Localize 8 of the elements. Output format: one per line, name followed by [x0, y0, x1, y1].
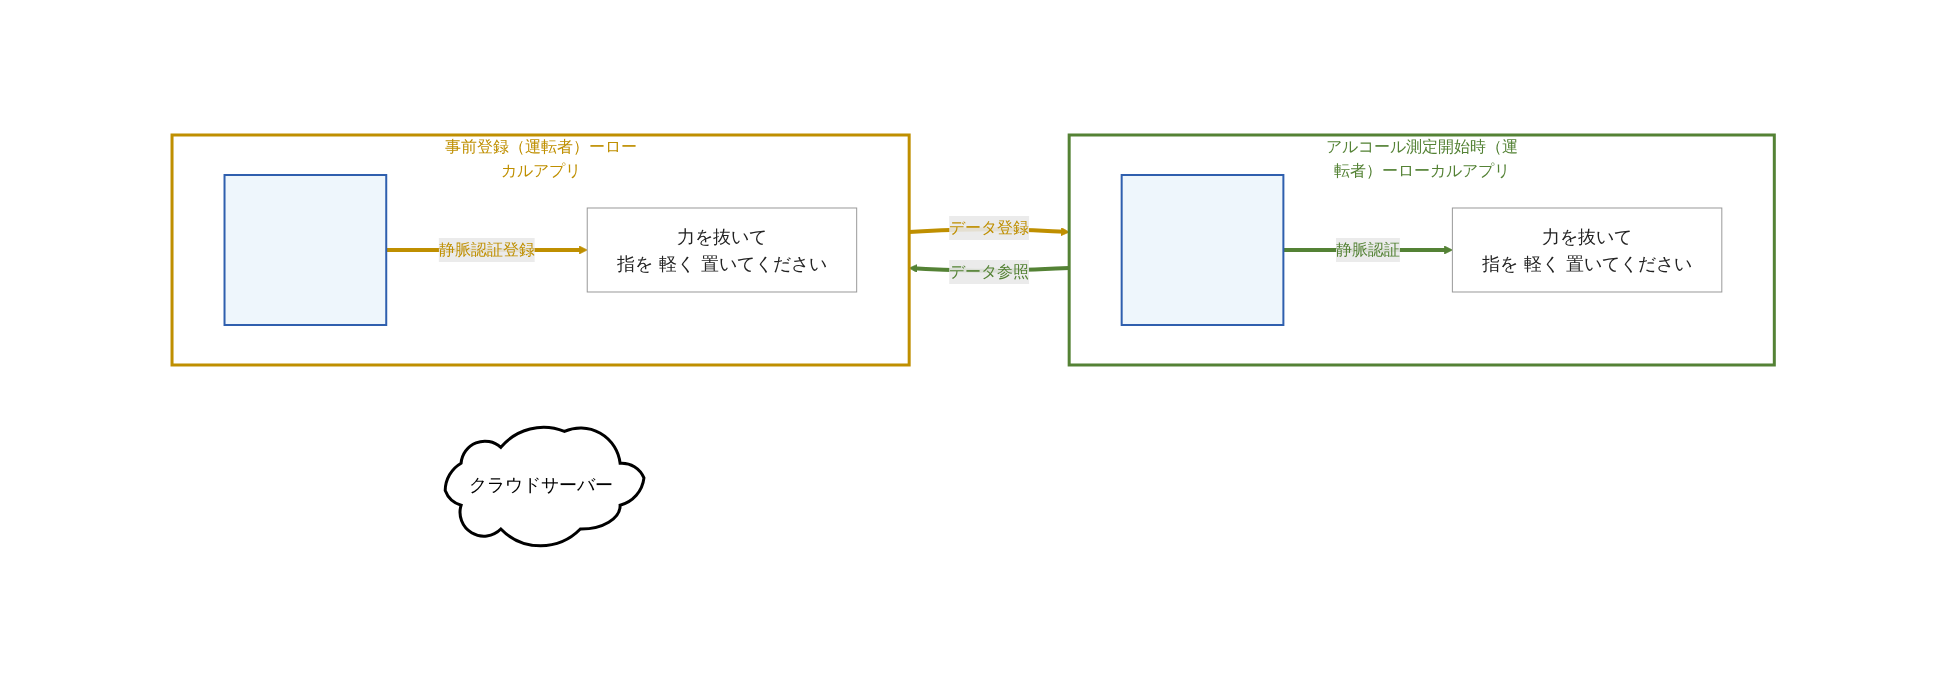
edge-label: 静脈認証登録 [438, 239, 535, 259]
node-picture [1120, 173, 1285, 326]
edge-label: データ登録 [949, 217, 1029, 237]
edge-label: 静脈認証 [1335, 239, 1400, 259]
edge-label: データ参照 [949, 261, 1029, 281]
node-box: 力を抜いて 指を 軽く 置いてください [586, 207, 857, 293]
node-box: 力を抜いて 指を 軽く 置いてください [1451, 207, 1723, 293]
node-picture [223, 173, 388, 326]
